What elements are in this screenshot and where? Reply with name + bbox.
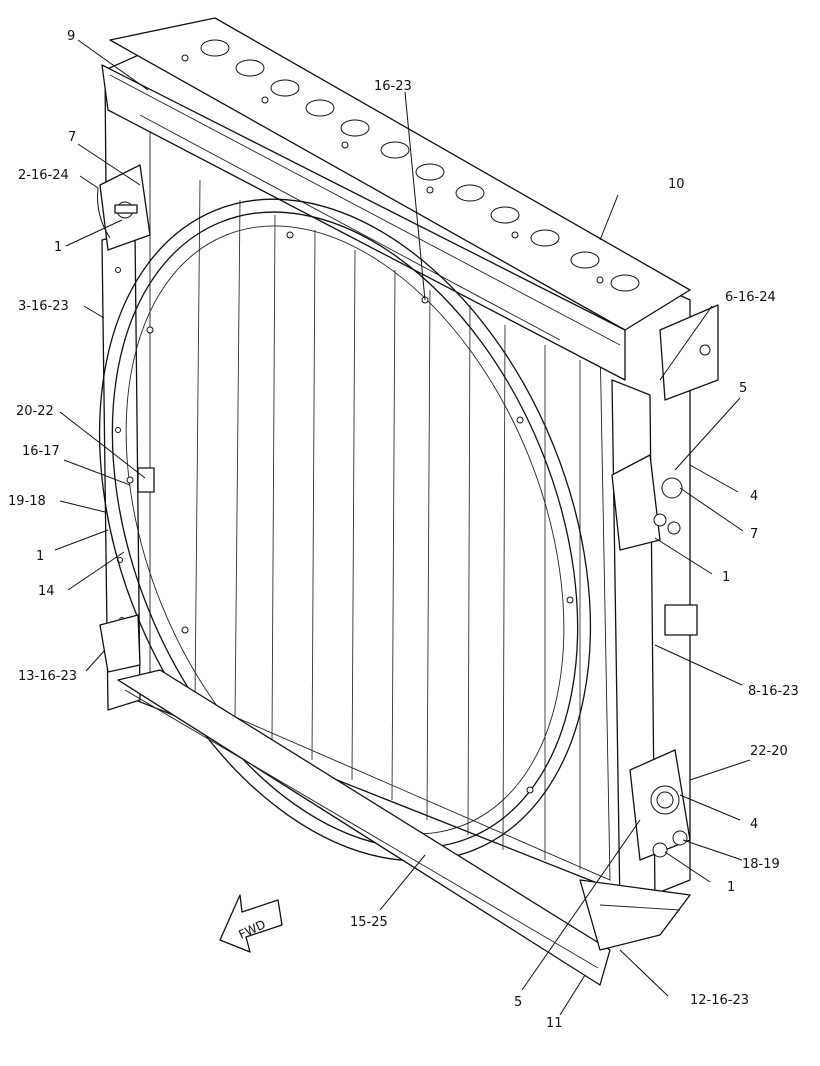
callout-10: 10 [668, 177, 685, 192]
callout-18-19: 18-19 [742, 857, 780, 872]
callout-9: 9 [67, 29, 75, 44]
callout-14: 14 [38, 584, 55, 599]
left-side-plate [99, 164, 151, 711]
callout-19-18: 19-18 [8, 494, 46, 509]
top-rail-bolts [181, 54, 604, 284]
callout-12-16-23: 12-16-23 [690, 993, 749, 1008]
callout-20-22: 20-22 [16, 404, 54, 419]
callout-8-16-23: 8-16-23 [748, 684, 799, 699]
callout-4-right-top: 4 [750, 489, 758, 504]
callout-7-left: 7 [68, 130, 76, 145]
callout-16-23-top: 16-23 [374, 79, 412, 94]
callout-1-right-mid: 1 [722, 570, 730, 585]
callout-13-16-23: 13-16-23 [18, 669, 77, 684]
callout-5-right: 5 [739, 381, 747, 396]
callout-22-20: 22-20 [750, 744, 788, 759]
leader-lines [54, 39, 751, 1016]
core-fins [194, 179, 581, 870]
callout-2-16-24: 2-16-24 [18, 168, 69, 183]
callout-4-right-bottom: 4 [750, 817, 758, 832]
callout-labels: 9 16-23 7 2-16-24 10 1 3-16-23 6-16-24 5… [8, 29, 799, 1031]
fan-shroud-ring [98, 198, 592, 862]
callout-7-right: 7 [750, 527, 758, 542]
header-tubes [200, 39, 640, 292]
fwd-arrow: FWD [219, 894, 283, 953]
callout-15-25: 15-25 [350, 915, 388, 930]
callout-1-left-mid: 1 [36, 549, 44, 564]
callout-1-right-bottom: 1 [727, 880, 735, 895]
callout-1-left-top: 1 [54, 240, 62, 255]
callout-5-bottom: 5 [514, 995, 522, 1010]
right-side-plate [611, 304, 719, 911]
bottom-rail [99, 614, 691, 986]
callout-3-16-23: 3-16-23 [18, 299, 69, 314]
callout-16-17: 16-17 [22, 444, 60, 459]
callout-6-16-24: 6-16-24 [725, 290, 776, 305]
callout-11: 11 [546, 1016, 563, 1031]
